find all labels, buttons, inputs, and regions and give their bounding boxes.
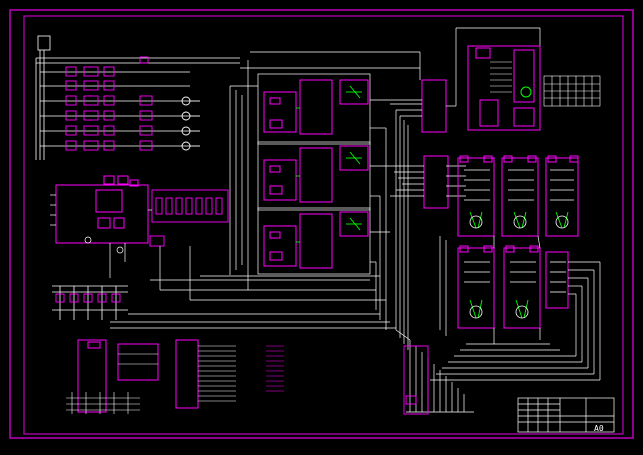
- plc-top-right-details: [490, 61, 512, 93]
- status-indicator: [520, 86, 532, 98]
- drive-signal-wiring: [469, 211, 569, 319]
- breaker-row-group: [65, 56, 153, 151]
- sheet-size-label: A0: [594, 424, 604, 433]
- power-input-section: [35, 35, 240, 160]
- plc-module-top-right: [467, 45, 541, 131]
- terminal-table-center: [175, 339, 284, 409]
- contactor-bank: [52, 285, 128, 320]
- left-plc-wires: [50, 194, 191, 300]
- cable-fanout: [395, 235, 601, 413]
- outer-border: [9, 9, 634, 439]
- reference-grid: [543, 75, 601, 107]
- io-table-left: [77, 339, 159, 413]
- interface-block: [421, 79, 449, 209]
- io-table-grid: [66, 353, 158, 414]
- title-block: [517, 397, 615, 433]
- terminal-strip-left: [149, 189, 229, 247]
- drive-units-lower: [457, 245, 569, 329]
- control-modules: [263, 79, 369, 269]
- drive-symbols: [464, 169, 574, 319]
- terminal-block-bottom: [403, 345, 429, 415]
- right-bus-wires: [390, 27, 541, 350]
- motor-symbols: [181, 96, 200, 151]
- control-signal-lines: [296, 85, 362, 243]
- plc-module-left: [55, 175, 149, 244]
- center-wiring: [110, 51, 420, 330]
- inner-border: [23, 15, 624, 435]
- drive-units-upper: [457, 155, 579, 237]
- contactor-coils: [55, 293, 121, 303]
